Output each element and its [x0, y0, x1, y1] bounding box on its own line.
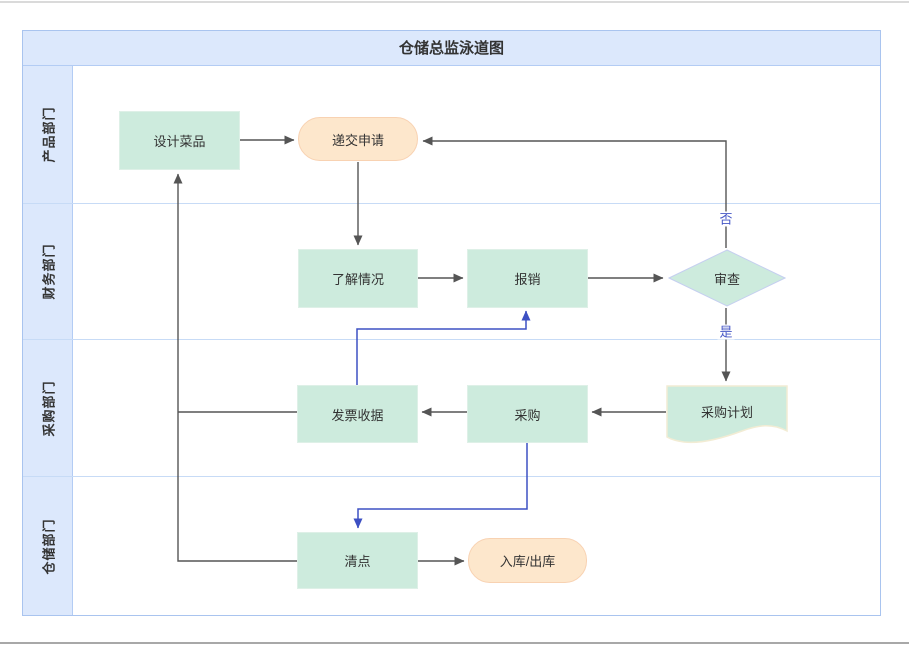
node-label: 入库/出库	[499, 554, 556, 569]
node-label: 递交申请	[331, 132, 384, 148]
page-top-border	[0, 1, 909, 3]
lane-label-text: 采购部门	[41, 380, 57, 437]
node-plan[interactable]: 采购计划	[666, 385, 788, 447]
diamond-shape	[668, 249, 786, 307]
document-shape	[666, 385, 788, 444]
node-invoice[interactable]: 发票收据	[297, 385, 418, 443]
node-reimburse[interactable]: 报销	[467, 249, 588, 308]
node-label: 设计菜品	[153, 134, 206, 149]
node-purchase[interactable]: 采购	[467, 385, 588, 443]
node-label: 清点	[344, 554, 371, 569]
diagram-title: 仓储总监泳道图	[398, 40, 504, 58]
node-count[interactable]: 清点	[297, 532, 418, 589]
edge-label-yes: 是	[717, 324, 735, 340]
node-label: 采购计划	[700, 404, 753, 420]
lane-label-text: 财务部门	[41, 243, 57, 300]
node-review[interactable]: 审查	[668, 249, 786, 307]
node-label: 发票收据	[331, 407, 384, 423]
lane-label-product[interactable]: 产品部门	[23, 65, 73, 204]
lane-label-purchasing[interactable]: 采购部门	[23, 339, 73, 477]
node-inout[interactable]: 入库/出库	[468, 538, 587, 583]
page-bottom-border	[0, 642, 909, 644]
edge-label-no: 否	[717, 211, 735, 227]
lane-label-finance[interactable]: 财务部门	[23, 204, 73, 339]
node-label: 审查	[713, 271, 740, 287]
lane-label-text: 产品部门	[41, 106, 57, 163]
node-understand[interactable]: 了解情况	[298, 249, 418, 308]
node-design[interactable]: 设计菜品	[119, 111, 240, 170]
lane-warehouse: 仓储部门	[23, 476, 880, 616]
node-label: 报销	[514, 272, 541, 287]
node-label: 了解情况	[331, 272, 384, 287]
diagram-title-bar: 仓储总监泳道图	[23, 31, 880, 66]
lane-label-warehouse[interactable]: 仓储部门	[23, 477, 73, 616]
lane-label-text: 仓储部门	[41, 518, 57, 575]
node-label: 采购	[514, 407, 541, 423]
node-submit[interactable]: 递交申请	[298, 117, 418, 161]
